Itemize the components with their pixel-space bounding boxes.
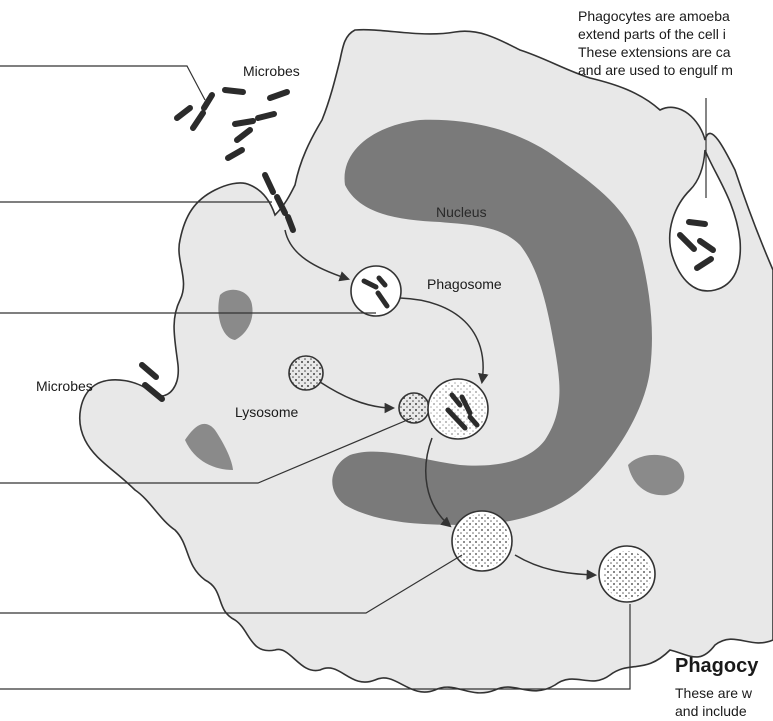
residual-debris <box>603 551 651 599</box>
free-microbes <box>177 90 287 158</box>
phagocyte-heading: Phagocy <box>675 655 758 678</box>
phagosome-label: Phagosome <box>427 276 502 292</box>
microbes-left-label: Microbes <box>36 378 93 394</box>
description-line: and include <box>675 702 752 720</box>
lysosome-label: Lysosome <box>235 404 298 420</box>
digestion-debris <box>455 514 509 568</box>
phagocyte-note: Phagocytes are amoeba extend parts of th… <box>578 7 733 79</box>
note-line: and are used to engulf m <box>578 61 733 79</box>
note-line: Phagocytes are amoeba <box>578 7 733 25</box>
lysosome <box>289 356 323 390</box>
microbes-top-label: Microbes <box>243 63 300 79</box>
phagocyte-description: These are w and include <box>675 684 752 720</box>
phagolysosome-enzymes <box>430 381 486 437</box>
nucleus-label: Nucleus <box>436 204 487 220</box>
lysosome-fusing <box>399 393 429 423</box>
description-line: These are w <box>675 684 752 702</box>
note-line: These extensions are ca <box>578 43 733 61</box>
note-line: extend parts of the cell i <box>578 25 733 43</box>
phagosome <box>351 266 401 316</box>
